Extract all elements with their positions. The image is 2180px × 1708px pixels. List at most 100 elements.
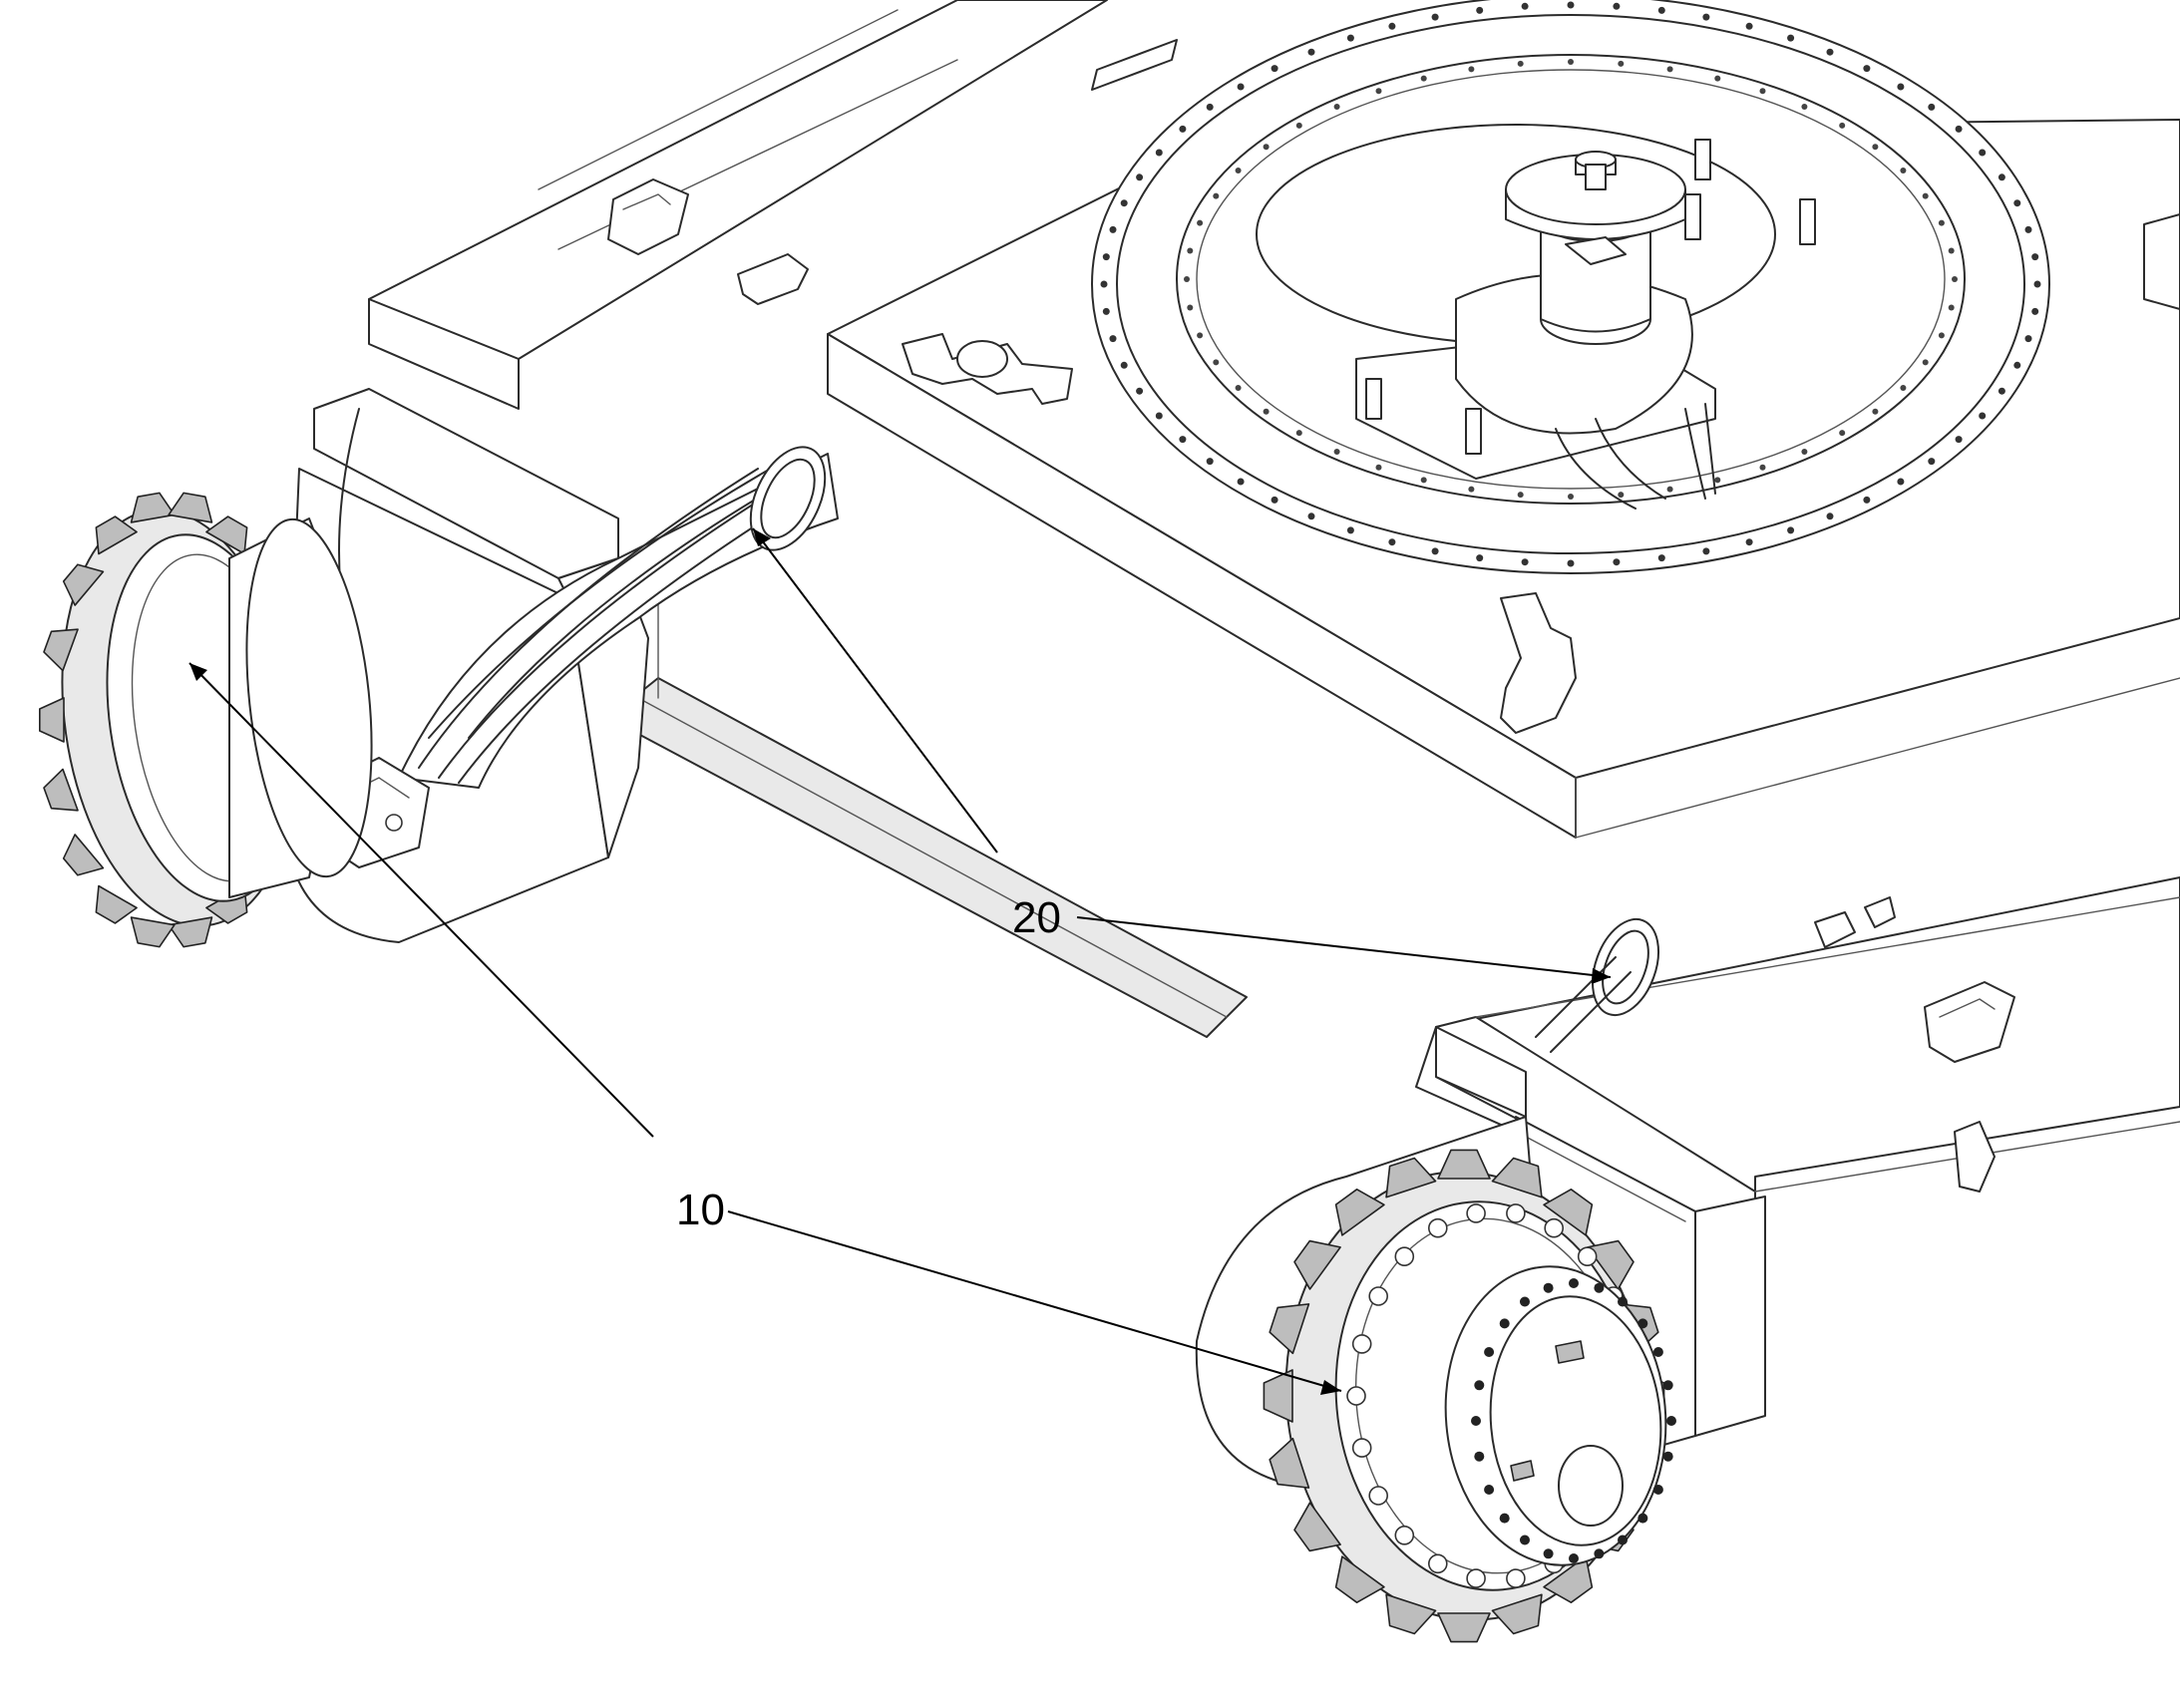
sprocket-tooth — [1293, 1502, 1341, 1552]
ring-inner-hole — [1187, 304, 1194, 311]
ring-bolt-hole — [1613, 2, 1621, 10]
ring-bolt-hole — [1155, 149, 1163, 157]
sprocket-tooth — [1293, 1239, 1341, 1290]
ring-bolt-hole — [1955, 125, 1963, 133]
ring-bolt-hole — [1787, 34, 1795, 42]
ring-inner-hole — [1568, 494, 1574, 500]
cover-bolt — [1652, 1347, 1663, 1357]
ring-bolt-hole — [1109, 225, 1117, 233]
ring-bolt-hole — [1136, 173, 1144, 181]
sprocket-tooth — [205, 515, 248, 555]
ring-bolt-hole — [1863, 496, 1871, 504]
ring-bolt-hole — [1928, 458, 1936, 466]
arrowhead-10-far — [189, 663, 207, 681]
sprocket-tooth — [1543, 1189, 1594, 1236]
ring-bolt-hole — [1388, 538, 1396, 546]
cover-bolt — [1662, 1380, 1673, 1391]
leader-10-near — [727, 1210, 1342, 1392]
ring-bolt-hole — [2024, 335, 2032, 343]
final-drive-far — [39, 492, 373, 948]
ring-inner-hole — [1295, 122, 1302, 129]
cover-bolt — [1484, 1347, 1495, 1357]
ring-inner-hole — [1517, 492, 1524, 499]
callout-label-10: 10 — [676, 1186, 725, 1234]
ring-bolt-hole — [1567, 559, 1575, 567]
ring-inner-hole — [1184, 276, 1190, 282]
ring-bolt-hole — [1476, 6, 1484, 14]
ring-inner-hole — [1801, 104, 1808, 110]
sprocket-tooth — [62, 563, 105, 606]
ring-inner-hole — [1922, 192, 1929, 199]
drive-bolt — [1368, 1486, 1388, 1506]
ring-bolt-hole — [1155, 412, 1163, 420]
callout-leaders — [188, 527, 1612, 1395]
sprocket-tooth — [130, 492, 176, 523]
cover-bolt — [1520, 1296, 1530, 1307]
ring-inner-hole — [1900, 168, 1907, 173]
ring-bolt-hole — [1206, 103, 1214, 111]
ring-bolt-hole — [1955, 436, 1963, 444]
ring-inner-hole — [1922, 359, 1929, 366]
cover-bolt — [1520, 1535, 1530, 1545]
ring-bolt-hole — [1136, 387, 1144, 395]
ring-inner-hole — [1263, 408, 1270, 415]
hose-exit-near — [1535, 917, 1659, 1053]
ring-bolt-hole — [1307, 512, 1315, 520]
ring-inner-hole — [1333, 104, 1340, 110]
ring-inner-hole — [1197, 332, 1204, 339]
sprocket-tooth — [43, 768, 79, 812]
ring-bolt-hole — [2031, 253, 2039, 261]
cover-bolt — [1594, 1548, 1605, 1559]
sprocket-tooth — [1334, 1189, 1385, 1236]
ring-inner-hole — [1295, 430, 1302, 437]
body-mounts — [902, 213, 2180, 734]
ring-inner-hole — [1872, 144, 1879, 151]
ring-bolt-hole — [2033, 280, 2041, 288]
cover-bolt — [1569, 1553, 1579, 1563]
ring-bolt-hole — [1179, 125, 1187, 133]
cover-bolt — [1471, 1416, 1481, 1426]
ring-inner-hole — [1948, 247, 1955, 254]
ring-inner-hole — [1420, 75, 1427, 82]
ring-bolt-hole — [1702, 547, 1710, 555]
ring-inner-hole — [1666, 66, 1673, 73]
ring-bolt-holes — [1100, 1, 2041, 567]
sprocket-tooth — [1437, 1149, 1491, 1180]
cover-bolt — [1543, 1282, 1554, 1293]
ring-bolt-hole — [1826, 48, 1834, 56]
sprocket-tooth — [62, 834, 105, 876]
drive-bolt — [1428, 1217, 1448, 1238]
ring-inner-hole — [1568, 59, 1574, 65]
leader-20-near — [1076, 916, 1612, 978]
cover-bolt — [1618, 1296, 1628, 1307]
ring-inner-hole — [1375, 88, 1382, 95]
ring-inner-hole — [1759, 88, 1766, 95]
ring-inner-hole — [1872, 408, 1879, 415]
ring-bolt-hole — [1521, 558, 1529, 566]
ring-inner-hole — [1213, 359, 1220, 366]
ring-bolt-hole — [1102, 253, 1110, 261]
ring-bolt-hole — [2031, 307, 2039, 315]
ring-bolt-hole — [1179, 436, 1187, 444]
cover-bolt — [1666, 1416, 1676, 1426]
arrowhead-10-near — [1320, 1380, 1341, 1395]
sprocket-tooth — [1587, 1239, 1635, 1290]
cover-bolt — [1594, 1282, 1605, 1293]
sprocket-tooth — [1263, 1369, 1293, 1423]
sprocket-tooth — [1543, 1555, 1594, 1603]
sprocket-tooth — [1385, 1157, 1437, 1198]
ring-bolt-hole — [1271, 65, 1278, 73]
cover-bolt — [1569, 1278, 1579, 1288]
ring-bolt-hole — [1271, 496, 1278, 504]
drive-bolt — [1506, 1568, 1526, 1588]
ring-inner-hole — [1666, 486, 1673, 493]
ring-inner-hole — [1839, 122, 1846, 129]
ring-bolt-hole — [1206, 458, 1214, 466]
arrowhead-20-near — [1592, 968, 1611, 984]
ring-inner-hole — [1213, 192, 1220, 199]
ring-bolt-hole — [1567, 1, 1575, 9]
drive-bolt — [1428, 1553, 1448, 1574]
arrowhead-20-far — [753, 528, 771, 546]
ring-inner-hole — [1618, 60, 1625, 67]
ring-inner-hole — [1235, 168, 1242, 173]
